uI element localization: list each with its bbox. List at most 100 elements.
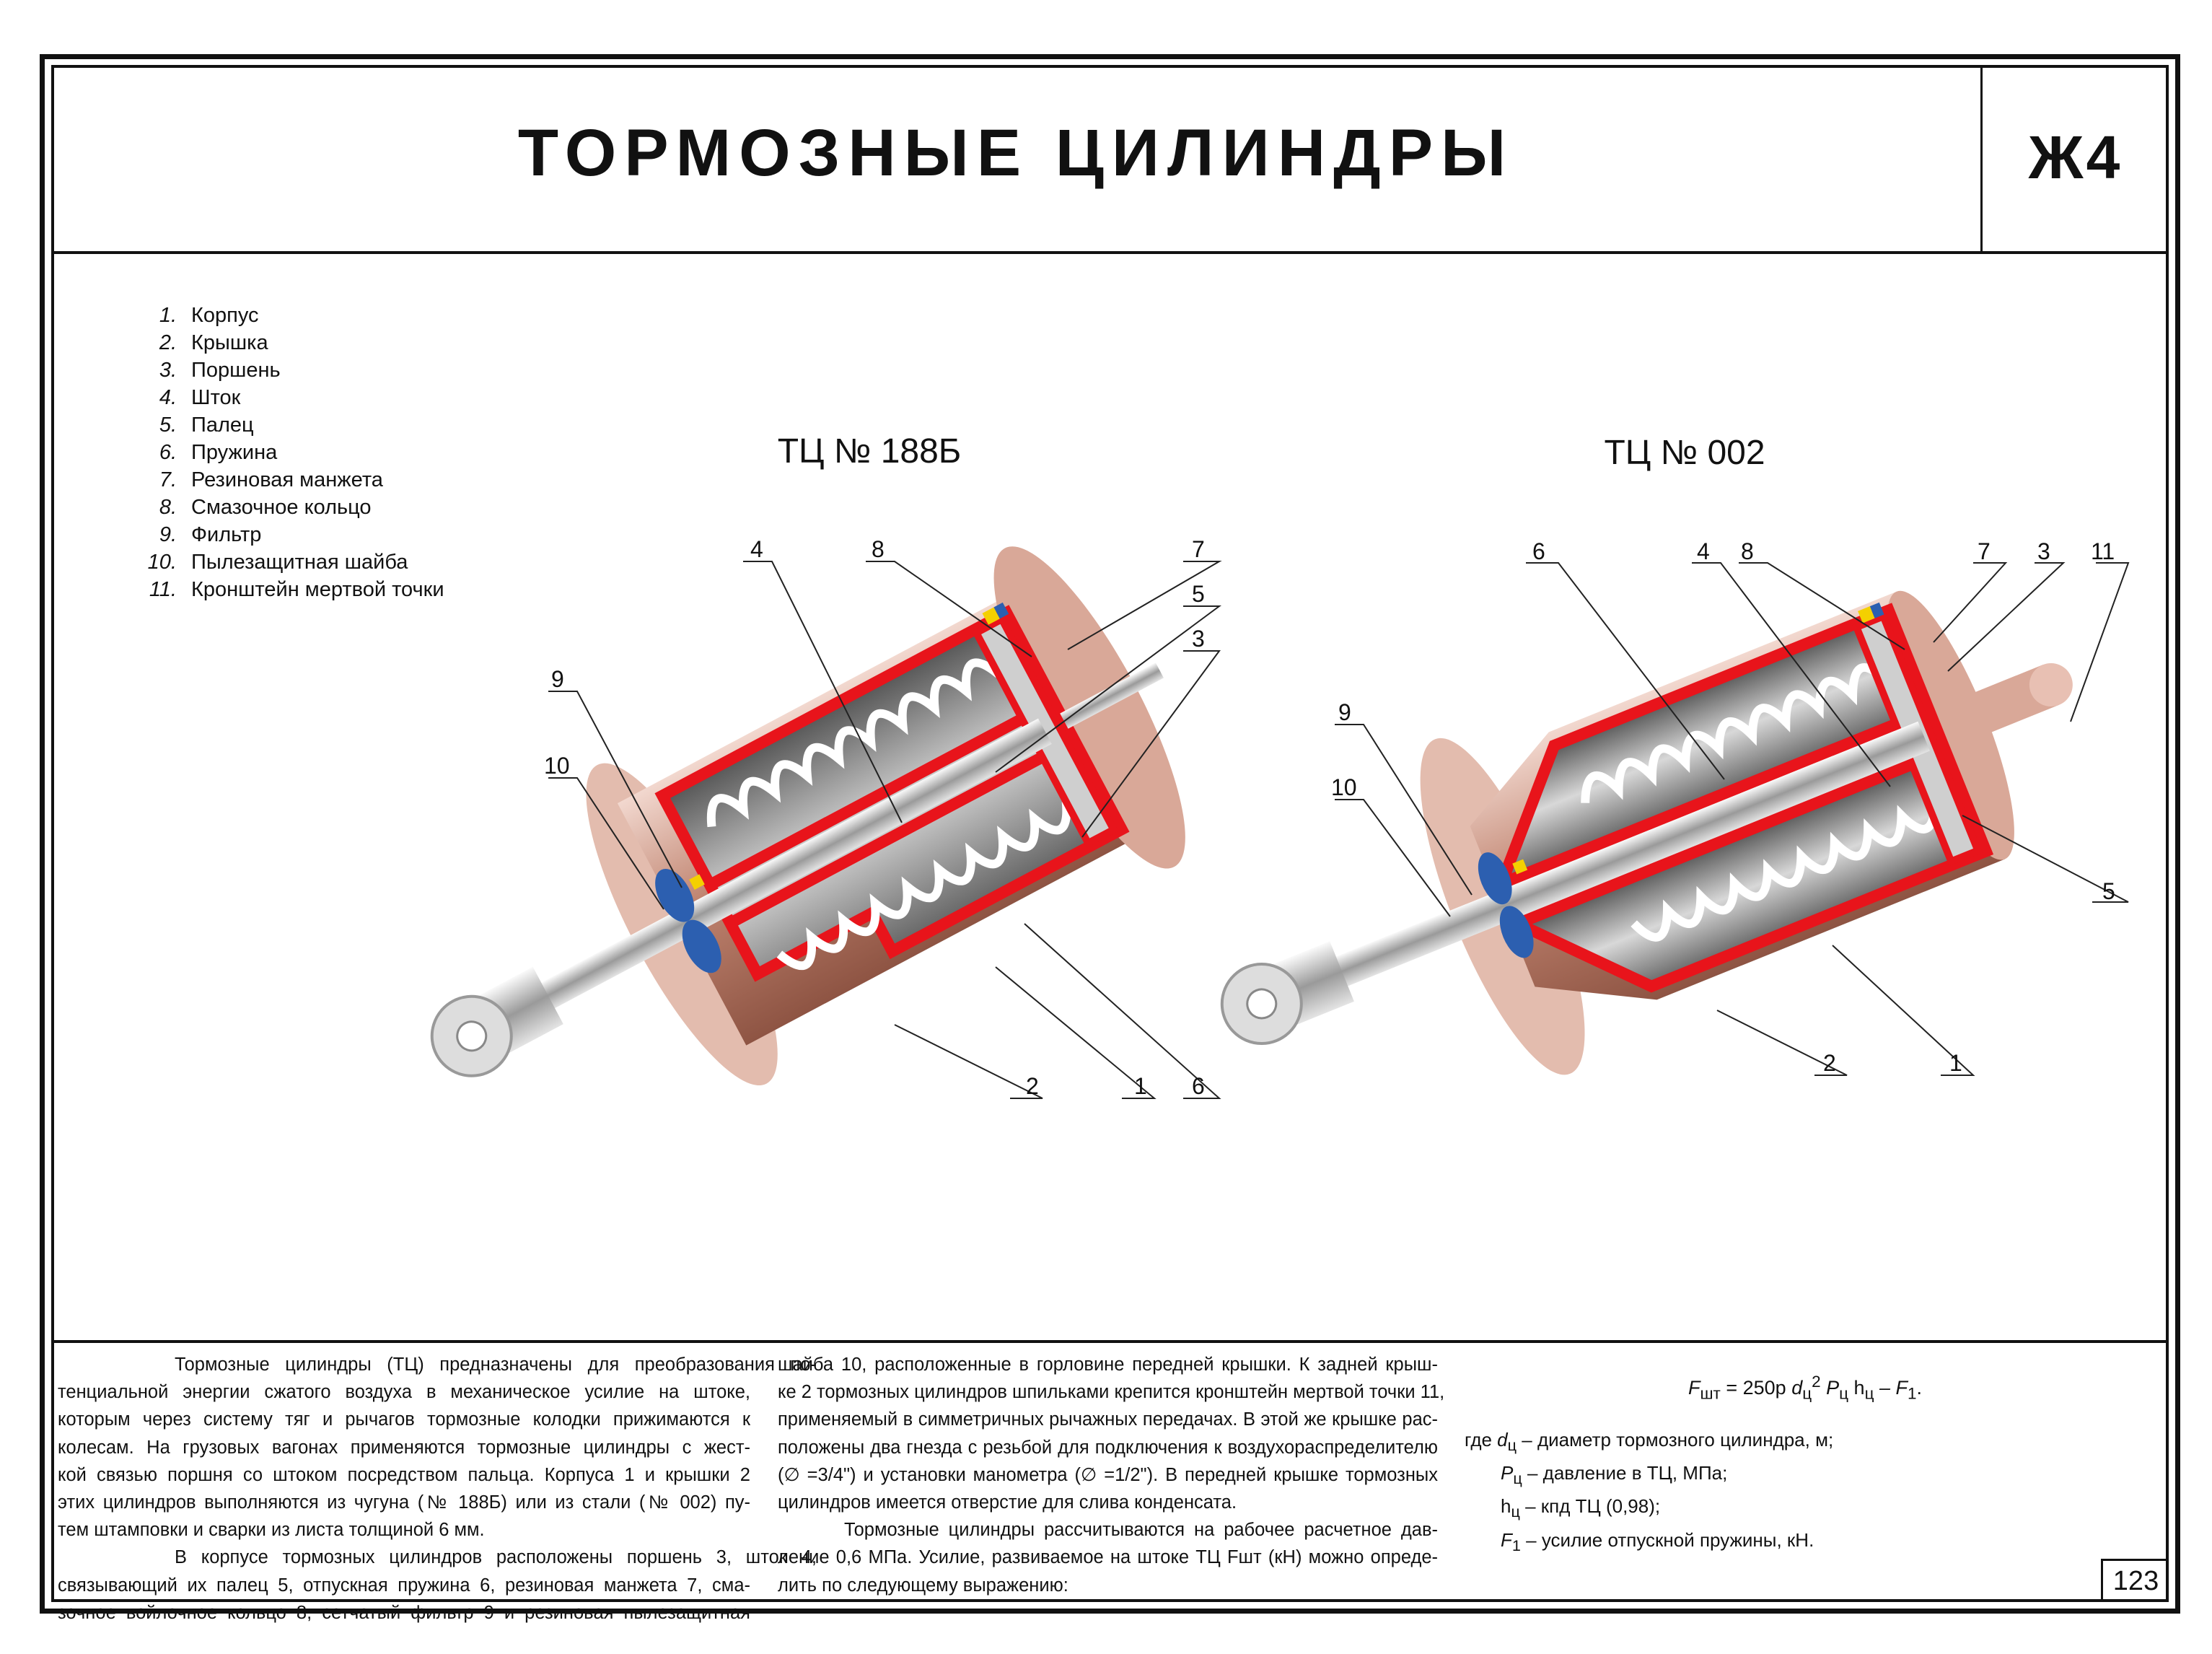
formula-legend-desc: – диаметр тормозного цилиндра, м; bbox=[1517, 1429, 1834, 1450]
text-line: зочное войлочное кольцо 8, сетчатый филь… bbox=[58, 1602, 750, 1623]
callout-10: 10 bbox=[1331, 774, 1357, 800]
formula-text: . bbox=[1916, 1377, 1923, 1399]
text-line: тем штамповки и сварки из листа толщиной… bbox=[58, 1520, 485, 1541]
legend-item: 1.Корпус bbox=[123, 302, 444, 329]
dust-washer bbox=[1478, 852, 1512, 905]
formula-legend-desc: – давление в ТЦ, МПа; bbox=[1522, 1462, 1728, 1484]
legend-label: Пружина bbox=[191, 441, 278, 464]
formula-legend-row: hц – кпд ТЦ (0,98); bbox=[1465, 1492, 1833, 1526]
formula-subscript: ц bbox=[1513, 1469, 1522, 1488]
text-line: (∅ =3/4") и установки манометра (∅ =1/2"… bbox=[778, 1464, 1438, 1485]
rear-stud bbox=[1060, 662, 1164, 729]
text-line: лить по следующему выражению: bbox=[778, 1575, 1068, 1596]
where-prefix: где bbox=[1465, 1429, 1498, 1450]
dust-washer bbox=[655, 869, 695, 922]
callout-2: 2 bbox=[1026, 1073, 1039, 1099]
formula-legend: где dц – диаметр тормозного цилиндра, м;… bbox=[1465, 1426, 1833, 1559]
formula-legend-row: F1 – усилие отпускной пружины, кН. bbox=[1465, 1526, 1833, 1559]
formula-legend-row: где dц – диаметр тормозного цилиндра, м; bbox=[1465, 1426, 1833, 1459]
release-spring bbox=[1581, 663, 1939, 942]
legend-num: 10. bbox=[147, 551, 177, 574]
legend-item: 2.Крышка bbox=[123, 329, 444, 356]
legend-item: 6. Пружина bbox=[123, 439, 444, 466]
formula-symbol: h bbox=[1501, 1495, 1511, 1518]
rod-eye bbox=[430, 966, 563, 1077]
text-line: колесам. На грузовых вагонах применяются… bbox=[58, 1437, 750, 1458]
legend-label: Фильтр bbox=[191, 523, 262, 546]
dust-washer bbox=[682, 919, 721, 973]
diagram-title-002: ТЦ № 002 bbox=[1604, 434, 1765, 472]
callout-6: 6 bbox=[1532, 538, 1545, 564]
brake-cylinder-188b-drawing bbox=[430, 546, 1185, 1086]
legend-label: Поршень bbox=[191, 359, 281, 382]
legend-item: 10. Пылезащитная шайба bbox=[123, 548, 444, 576]
formula-subscript: ц bbox=[1864, 1384, 1874, 1403]
parts-legend: 1.Корпус 2.Крышка 3.Поршень 4.Шток 5.Пал… bbox=[123, 302, 444, 603]
legend-label: Шток bbox=[191, 386, 241, 409]
text-line: ление 0,6 МПа. Усилие, развиваемое на шт… bbox=[778, 1547, 1438, 1568]
sheet-code: Ж4 bbox=[2028, 123, 2123, 191]
legend-label: Кронштейн мертвой точки bbox=[191, 578, 444, 601]
formula-symbol: P bbox=[1501, 1462, 1514, 1484]
callout-3: 3 bbox=[2037, 538, 2050, 564]
legend-item: 4.Шток bbox=[123, 384, 444, 411]
formula-superscript: 2 bbox=[1812, 1373, 1821, 1391]
force-formula: Fшт = 250p dц2 Pц hц – F1. bbox=[1688, 1373, 1922, 1403]
formula-subscript: 1 bbox=[1511, 1536, 1521, 1554]
brake-cylinder-002-drawing bbox=[1220, 590, 2073, 1075]
text-line: применяемый в симметричных рычажных пере… bbox=[778, 1409, 1438, 1430]
legend-num: 6. bbox=[159, 441, 177, 464]
text-line: Тормозные цилиндры (ТЦ) предназначены дл… bbox=[175, 1355, 817, 1375]
callout-4: 4 bbox=[750, 536, 763, 562]
formula-subscript: ц bbox=[1511, 1502, 1520, 1521]
formula-symbol: P bbox=[1820, 1377, 1840, 1399]
legend-label: Палец bbox=[191, 414, 254, 437]
formula-legend-desc: – кпд ТЦ (0,98); bbox=[1519, 1495, 1661, 1518]
text-line: которым через систему тяг и рычагов торм… bbox=[58, 1409, 750, 1430]
text-line: положены два гнезда с резьбой для подклю… bbox=[778, 1437, 1438, 1458]
inner-frame bbox=[51, 65, 2169, 1602]
description-column-1: Тормозные цилиндры (ТЦ) предназначены дл… bbox=[58, 1351, 817, 1627]
dead-point-bracket bbox=[1942, 662, 2073, 745]
text-line: этих цилиндров выполняются из чугуна (№ … bbox=[58, 1492, 750, 1513]
lubrication-ring bbox=[982, 607, 1000, 625]
callout-6: 6 bbox=[1192, 1073, 1205, 1099]
callout-9: 9 bbox=[1338, 699, 1351, 725]
callout-1: 1 bbox=[1134, 1073, 1147, 1099]
formula-subscript: ц bbox=[1507, 1436, 1517, 1455]
callout-3: 3 bbox=[1192, 626, 1205, 652]
rubber-cuff bbox=[993, 602, 1009, 619]
formula-subscript: шт bbox=[1700, 1384, 1721, 1403]
formula-legend-row: Pц – давление в ТЦ, МПа; bbox=[1465, 1459, 1833, 1492]
formula-text: = 250p bbox=[1720, 1377, 1792, 1399]
callout-9: 9 bbox=[551, 666, 564, 692]
piston-rod bbox=[535, 718, 1052, 1012]
text-line: В корпусе тормозных цилиндров расположен… bbox=[175, 1547, 817, 1568]
front-cover bbox=[1887, 590, 2014, 860]
legend-label: Пылезащитная шайба bbox=[191, 551, 408, 574]
release-spring bbox=[706, 658, 1071, 971]
page-number: 123 bbox=[2101, 1559, 2169, 1602]
callout-7: 7 bbox=[1192, 536, 1205, 562]
filter bbox=[689, 874, 705, 890]
outer-frame bbox=[40, 54, 2180, 1614]
rod-eye bbox=[1220, 941, 1354, 1045]
legend-num: 1. bbox=[159, 304, 177, 327]
text-line: шайба 10, расположенные в горловине пере… bbox=[778, 1355, 1438, 1375]
formula-legend-desc: – усилие отпускной пружины, кН. bbox=[1520, 1528, 1814, 1551]
text-line: Тормозные цилиндры рассчитываются на раб… bbox=[844, 1520, 1438, 1541]
section-walls bbox=[1499, 603, 1994, 993]
lubrication-ring bbox=[1858, 606, 1875, 623]
callout-10: 10 bbox=[544, 753, 570, 779]
description-column-2: шайба 10, расположенные в горловине пере… bbox=[778, 1351, 1444, 1599]
legend-label: Крышка bbox=[191, 331, 268, 354]
formula-symbol: d bbox=[1791, 1377, 1803, 1399]
legend-num: 3. bbox=[159, 359, 177, 382]
leader-lines-002 bbox=[1335, 562, 2130, 1076]
sheet-code-box: Ж4 bbox=[1980, 65, 2169, 251]
formula-symbol: d bbox=[1497, 1429, 1508, 1450]
text-line: тенциальной энергии сжатого воздуха в ме… bbox=[58, 1382, 750, 1403]
rubber-cuff bbox=[1869, 602, 1884, 618]
text-line: кой связью поршня со штоком посредством … bbox=[58, 1464, 750, 1485]
